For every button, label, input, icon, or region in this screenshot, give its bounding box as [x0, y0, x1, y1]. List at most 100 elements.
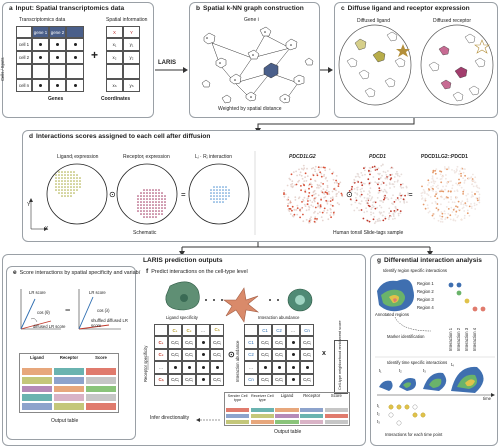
tonsil-cell-dot [455, 210, 458, 213]
matrix-cell: CᵢCⱼ [300, 373, 314, 386]
expression-dot [225, 186, 227, 188]
tonsil-cell-dot [384, 171, 387, 174]
tonsil-cell-dot [352, 181, 355, 184]
tonsil-cell-dot [424, 197, 427, 200]
tonsil-cell-dot [388, 207, 391, 210]
tonsil-cell-dot [324, 166, 326, 169]
tonsil-cell-dot [374, 181, 377, 183]
tonsil-cell-dot [397, 198, 400, 201]
tonsil-cell-dot [421, 185, 423, 188]
expression-dot [161, 207, 163, 209]
tonsil-cell-dot [399, 192, 401, 195]
tonsil-cell-dot [371, 166, 374, 168]
tonsil-cell-dot [439, 220, 442, 223]
expression-dot [137, 204, 139, 206]
tonsil-cell-dot [320, 190, 323, 192]
tonsil-cell-dot [337, 183, 340, 185]
tonsil-cell-dot [299, 171, 302, 174]
tonsil-cell-dot [295, 209, 298, 211]
expression-dot [61, 186, 63, 188]
expression-dot [213, 195, 215, 197]
tonsil-cell-dot [372, 176, 375, 178]
tonsil-cell-dot [326, 202, 329, 205]
tonsil-cell-dot [323, 210, 325, 212]
tonsil-cell-dot [332, 178, 335, 181]
expression-dot [58, 180, 60, 182]
expression-dot [161, 204, 163, 206]
tonsil-cell-dot [364, 173, 366, 176]
expression-dot [58, 186, 60, 188]
panel-c-label: c [341, 5, 345, 12]
tonsil-cell-dot [290, 173, 293, 176]
expression-dot [55, 177, 57, 179]
matrix-cell: CᵢCⱼ [272, 373, 286, 386]
cos-theta-label: cos (θ) [37, 310, 50, 315]
tonsil-cell-dot [321, 219, 324, 222]
expression-dot [140, 192, 142, 194]
tonsil-cell-dot [441, 215, 444, 218]
table-bar [86, 385, 116, 393]
tonsil-cell-dot [432, 179, 435, 182]
tonsil-cell-dot [389, 167, 392, 169]
expression-dot [146, 207, 148, 209]
expression-dot [70, 186, 72, 188]
tonsil-cell-dot [463, 210, 466, 212]
tonsil-cell-dot [293, 213, 296, 216]
tonsil-cell-dot [392, 218, 394, 220]
tonsil-cell-dot [447, 212, 450, 215]
tonsil-cell-dot [394, 211, 396, 214]
tonsil-cell-dot [453, 170, 456, 172]
multiply-operator: x [322, 350, 326, 357]
matrix-dot [56, 56, 59, 59]
tonsil-cell-dot [446, 181, 448, 184]
tonsil-cell-dot [474, 208, 477, 210]
tonsil-cell-dot [397, 179, 399, 182]
region-label: Region 2 [417, 289, 434, 294]
table-bar [324, 407, 348, 412]
tonsil-cell-dot [430, 186, 432, 188]
tonsil-cell-dot [384, 177, 387, 179]
tonsil-cell-dot [378, 204, 381, 207]
tonsil-cell-dot [369, 199, 372, 202]
tonsil-cell-dot [446, 168, 448, 171]
tonsil-cell-dot [382, 201, 384, 203]
expression-dot [216, 192, 218, 194]
tonsil-cell-dot [374, 166, 377, 169]
tonsil-cell-dot [399, 212, 402, 214]
tonsil-cell-dot [437, 219, 440, 222]
tonsil-cell-dot [326, 184, 329, 187]
tonsil-cell-dot [423, 199, 426, 202]
expression-dot [158, 204, 160, 206]
tonsil-cell-dot [316, 172, 318, 175]
tonsil-cell-dot [310, 183, 313, 186]
tonsil-cell-dot [303, 180, 306, 182]
tonsil-cell-dot [330, 216, 332, 219]
tonsil-cell-dot [312, 174, 315, 177]
tonsil-cell-dot [317, 194, 320, 197]
col-header: ... [196, 324, 210, 337]
col-header: Cₙ [210, 324, 224, 337]
tonsil-cell-dot [367, 197, 370, 200]
tonsil-cell-dot [325, 189, 328, 192]
expression-dot [58, 171, 60, 173]
tonsil-cell-dot [458, 208, 460, 211]
tonsil-cell-dot [392, 194, 394, 197]
tonsil-cell-dot [468, 177, 470, 180]
tonsil-cell-dot [442, 190, 445, 193]
tonsil-cell-dot [437, 208, 440, 211]
tonsil-cell-dot [391, 173, 394, 176]
coord-value: xₙ [106, 79, 123, 92]
tonsil-cell-dot [382, 214, 384, 217]
region-label: Region 4 [417, 305, 434, 310]
diffusion-tissues [338, 24, 494, 106]
expression-dot [216, 198, 218, 200]
tonsil-cell-dot [449, 218, 452, 221]
tonsil-cell-dot [291, 186, 294, 189]
expression-dot [158, 210, 160, 212]
tonsil-cell-dot [320, 175, 323, 178]
tonsil-cell-dot [434, 180, 437, 183]
time-row-label: t₁ [377, 403, 380, 408]
expression-dot [149, 192, 151, 194]
tonsil-cell-dot [404, 194, 406, 197]
tonsil-cell-dot [393, 180, 396, 183]
